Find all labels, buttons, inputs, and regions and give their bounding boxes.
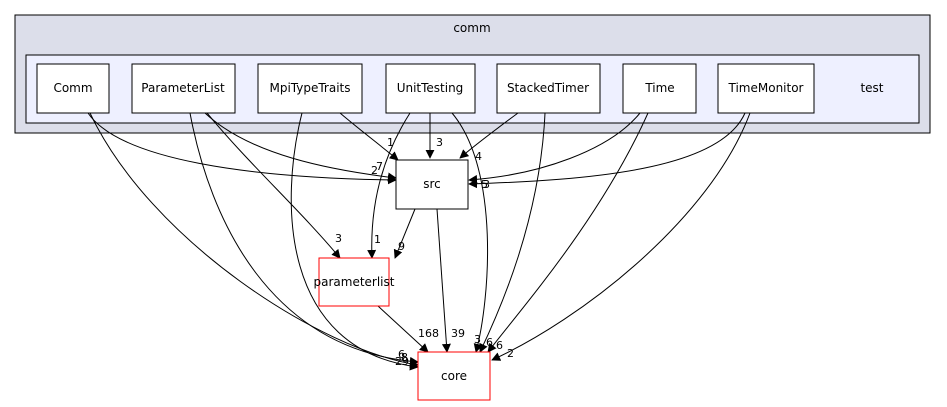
edge-label: 1	[387, 136, 394, 149]
edges	[87, 112, 751, 371]
edge-label: 168	[418, 327, 439, 340]
edge-label: 3	[474, 333, 481, 346]
node-stackedtimer[interactable]: StackedTimer	[496, 63, 601, 114]
node-parameterlist-dir[interactable]: parameterlist	[314, 257, 395, 307]
edge-label: 6	[496, 339, 503, 352]
cluster-test-label: test	[860, 81, 883, 95]
node-mpitypetraits[interactable]: MpiTypeTraits	[257, 63, 363, 114]
edge-mpitypetraits-core	[290, 112, 419, 371]
node-core-label: core	[441, 369, 467, 383]
edge-label: 3	[483, 178, 490, 191]
edge-timemonitor-src	[468, 112, 746, 189]
edge-parameterlist-plistdir	[206, 112, 341, 259]
edge-label: 7	[376, 160, 383, 173]
edge-label: 9	[398, 240, 405, 253]
edge-label: 39	[451, 327, 465, 340]
node-src[interactable]: src	[395, 159, 469, 210]
node-core[interactable]: core	[417, 351, 491, 401]
edge-labels: 2 7 1 3 4 5 3 3 1 9 168 39 3 6 6 2 6 8 2…	[335, 136, 514, 368]
edge-time-src	[468, 112, 641, 184]
node-timemonitor-label: TimeMonitor	[728, 81, 804, 95]
edge-comm-core	[89, 112, 419, 369]
node-unittesting[interactable]: UnitTesting	[385, 63, 476, 114]
edge-unittesting-core	[451, 112, 488, 353]
edge-time-core	[487, 112, 649, 353]
edge-label: 2	[507, 347, 514, 360]
edge-src-core	[436, 208, 451, 353]
node-time-label: Time	[644, 81, 674, 95]
node-parameterlist[interactable]: ParameterList	[131, 63, 236, 114]
node-src-label: src	[423, 177, 441, 191]
edge-unittesting-plistdir	[367, 112, 411, 259]
edge-label: 6	[486, 336, 493, 349]
node-comm-label: Comm	[53, 81, 92, 95]
edge-label: 1	[374, 233, 381, 246]
edge-label: 4	[475, 150, 482, 163]
node-parameterlist-dir-label: parameterlist	[314, 275, 395, 289]
edge-label: 3	[436, 136, 443, 149]
node-stackedtimer-label: StackedTimer	[507, 81, 589, 95]
edge-label: 5	[481, 178, 488, 191]
node-parameterlist-label: ParameterList	[141, 81, 225, 95]
edge-src-plistdir	[393, 208, 416, 259]
edge-parameterlist-src	[204, 112, 397, 182]
edge-label: 3	[335, 232, 342, 245]
cluster-comm-label: comm	[453, 21, 490, 35]
node-comm[interactable]: Comm	[36, 63, 110, 114]
edge-stackedtimer-src	[459, 112, 519, 159]
edge-mpitypetraits-src	[339, 112, 399, 161]
edge-label: 2	[371, 164, 378, 177]
edge-parameterlist-core	[189, 112, 419, 366]
node-time[interactable]: Time	[622, 63, 697, 114]
node-mpitypetraits-label: MpiTypeTraits	[269, 81, 350, 95]
edge-plistdir-core	[377, 305, 429, 353]
edge-stackedtimer-core	[479, 112, 546, 353]
edge-timemonitor-core	[491, 112, 751, 361]
edge-label: 6	[398, 348, 405, 361]
edge-comm-src	[87, 112, 397, 185]
node-timemonitor[interactable]: TimeMonitor	[717, 63, 815, 114]
node-unittesting-label: UnitTesting	[397, 81, 464, 95]
edge-label: 8	[401, 351, 408, 364]
edge-label: 29	[395, 355, 409, 368]
test-nodes: Comm ParameterList MpiTypeTraits UnitTes…	[36, 63, 815, 114]
